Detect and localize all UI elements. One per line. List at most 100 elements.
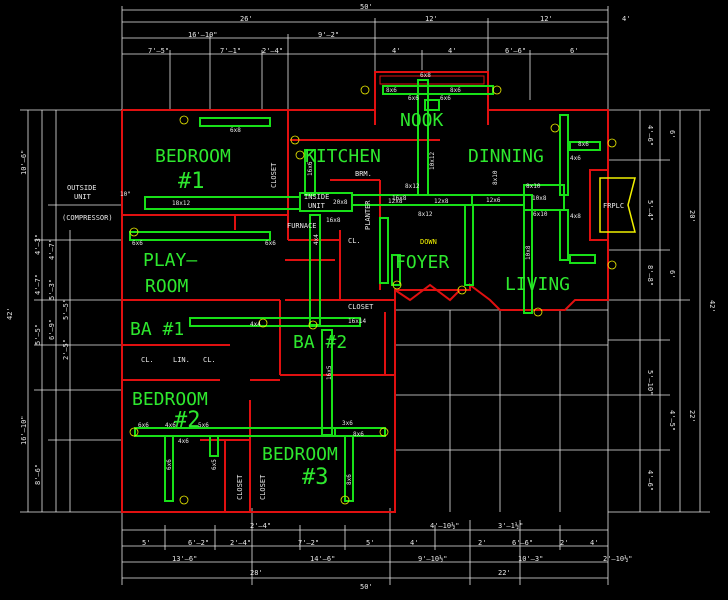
marker-2 [290, 135, 300, 145]
duct-16x8: 16x8 [392, 195, 407, 202]
marker-10 [392, 280, 402, 290]
marker-5 [550, 123, 560, 133]
dim-top2-c: 4' [622, 15, 630, 23]
marker-1 [179, 115, 189, 125]
duct-4x4: 4x4 [250, 321, 261, 328]
room-living: LIVING [505, 274, 570, 295]
marker-17 [308, 320, 318, 330]
dim-bot1-d: 7'–2" [298, 539, 319, 547]
dim-bot1-e: 5' [366, 539, 374, 547]
dim-right-inner-e: 8'–8" [646, 265, 654, 286]
room-playroom-line2: ROOM [145, 276, 189, 297]
dim-top3-g: 6' [570, 47, 578, 55]
dim-bot1-i: 2' [560, 539, 568, 547]
duct-4x8-liv: 4x8 [570, 213, 581, 220]
dim-bot1-c: 2'–4" [230, 539, 251, 547]
planter-label: PLANTER [364, 200, 372, 230]
dim-left-b: 4'–3" [34, 234, 42, 255]
marker-12 [258, 318, 268, 328]
duct-4x6-din: 4x6 [570, 155, 581, 162]
duct-6x10-liv: 6x10 [533, 211, 548, 218]
marker-14 [179, 495, 189, 505]
duct-16x6-kitch: 16x6 [307, 161, 314, 176]
duct-main-trunk: 18x12 [172, 200, 190, 207]
dim-left-e: 16'–10" [20, 415, 28, 445]
room-nook: NOOK [400, 110, 444, 131]
duct-size-labels: 18x12 20x8 16x8 12x8 8x12 8x10 10x8 12x6… [120, 72, 589, 485]
marker-8 [533, 307, 543, 317]
room-kitchen: KITCHEN [305, 146, 381, 167]
room-foyer: FOYER [395, 252, 449, 273]
compressor-label: (COMPRESSOR) [62, 214, 113, 222]
duct-3x6-bed3: 3x6 [342, 420, 353, 427]
dim-botmid-c: 3'–1½" [498, 522, 523, 530]
duct-10in: 10" [120, 191, 131, 198]
dim-left-inner-b: 5'–3" [48, 279, 56, 300]
marker-9 [457, 285, 467, 295]
dim-top3-b: 7'–1" [220, 47, 241, 55]
inside-unit-line2: UNIT [308, 202, 326, 210]
duct-12x8: 12x8 [434, 198, 449, 205]
duct-8x12-foyer: 8x12 [405, 183, 420, 190]
duct-6x6-bed2b: 6x6 [166, 459, 173, 470]
duct-10x12-kitch: 10x12 [429, 152, 436, 170]
dimension-text-vertical: 10'–6" 4'–3" 4'–7" 5'–5" 16'–10" 8'–6" 4… [6, 125, 716, 491]
duct-8x12: 8x12 [418, 211, 433, 218]
duct-16x5-trunk: 16x5 [326, 365, 333, 380]
dim-right-total: 42' [708, 300, 716, 313]
room-bedroom1-line1: BEDROOM [155, 146, 231, 167]
dim-bot1-f: 4' [410, 539, 418, 547]
room-labels: BEDROOM #1 KITCHEN NOOK DINNING PLAY– RO… [130, 110, 570, 490]
duct-8x10: 8x10 [526, 183, 541, 190]
marker-6 [607, 138, 617, 148]
dim-left-a: 10'–6" [20, 150, 28, 175]
dim-left-inner-d: 5'–5" [62, 299, 70, 320]
duct-6x5-bed2: 6x5 [211, 459, 218, 470]
marker-18 [295, 150, 305, 160]
duct-8x6-nook1: 8x6 [386, 87, 397, 94]
closet-label-bed3: CLOSET [259, 474, 267, 500]
dim-bot3-b: 22' [498, 569, 511, 577]
dim-top3-e: 4' [448, 47, 456, 55]
duct-6x6-nook1: 6x6 [408, 95, 419, 102]
room-bedroom3-line1: BEDROOM [262, 444, 338, 465]
dim-right-inner-a: 4'–6" [646, 125, 654, 146]
room-bedroom1-line2: #1 [178, 169, 205, 194]
dim-top3-d: 4' [392, 47, 400, 55]
marker-7 [607, 260, 617, 270]
dim-bot2-b: 14'–6" [310, 555, 335, 563]
duct-inside-unit: 20x8 [333, 199, 348, 206]
duct-8x6-bed3: 8x6 [353, 431, 364, 438]
duct-plenum: 16x8 [326, 217, 341, 224]
dim-top3-a: 7'–5" [148, 47, 169, 55]
duct-4x6-bed2b: 4x6 [178, 438, 189, 445]
duct-12x8-foyer: 12x8 [388, 198, 403, 205]
dim-top2-a: 16'–10" [188, 31, 218, 39]
marker-16 [379, 427, 389, 437]
dim-top3-c: 2'–4" [262, 47, 283, 55]
dim-bot2-e: 2'–10½" [603, 555, 633, 563]
fireplace-outline [599, 177, 636, 233]
duct-6x6-play: 6x6 [132, 240, 143, 247]
dim-bot1-h: 6'–6" [512, 539, 533, 547]
marker-3 [360, 85, 370, 95]
duct-6x6-nook2: 6x6 [440, 95, 451, 102]
closet-label-bed1: CLOSET [270, 162, 278, 188]
dim-left-d: 5'–5" [34, 324, 42, 345]
dim-botmid-b: 4'–10½" [430, 522, 460, 530]
dim-overall-top: 50' [360, 3, 373, 11]
dim-right-inner-d: 6' [668, 270, 676, 278]
fireplace-label: FRPLC [603, 202, 624, 210]
duct-6x8-bed1: 6x8 [230, 127, 241, 134]
dim-bot2-c: 9'–10½" [418, 555, 448, 563]
marker-11 [129, 227, 139, 237]
dimension-text: 50' 26' 12' 12' 16'–10" 9'–2" 4' 7'–5" 7… [142, 3, 633, 591]
dim-left-inner-c: 6'–9" [48, 319, 56, 340]
dim-right-inner-b: 6' [668, 130, 676, 138]
dim-top2-b: 9'–2" [318, 31, 339, 39]
duct-4x6-bed2: 4x6 [165, 422, 176, 429]
dim-left-total: 42' [6, 307, 14, 320]
down-label: DOWN [420, 238, 437, 246]
dim-left-inner-e: 2'–5" [62, 339, 70, 360]
dim-bot1-a: 5' [142, 539, 150, 547]
